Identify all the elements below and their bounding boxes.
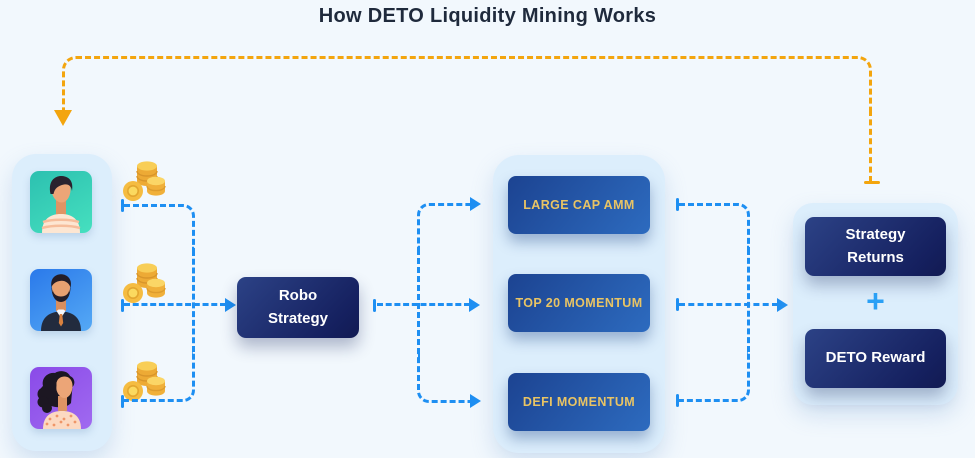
connector-merge-top	[679, 203, 750, 249]
connector-users-top	[124, 204, 195, 250]
coins-icon	[122, 258, 168, 306]
connector-robo-to-strategies	[377, 303, 470, 306]
connector-users-to-robo	[124, 303, 226, 306]
tick-mark	[676, 298, 679, 311]
connector-users-merge	[192, 250, 195, 352]
connector-strategies-to-rewards	[679, 303, 778, 306]
robo-strategy-label-line2: Strategy	[267, 309, 329, 327]
tick-mark	[676, 198, 679, 211]
tick-mark	[373, 299, 376, 312]
strategy-box-top-20-momentum: TOP 20 MOMENTUM	[508, 274, 650, 332]
arrow-right-icon	[225, 298, 236, 312]
robo-strategy-box: Robo Strategy	[237, 277, 359, 338]
users-panel	[12, 154, 112, 451]
arrow-right-icon	[777, 298, 788, 312]
arrow-right-icon	[470, 394, 481, 408]
user-avatar-2	[30, 269, 92, 331]
coins-icon	[122, 156, 168, 204]
arrow-down-icon	[54, 110, 72, 126]
strategy-returns-box: Strategy Returns	[805, 217, 946, 276]
user-avatar-3	[30, 367, 92, 429]
connector-split-bottom	[417, 354, 471, 403]
strategy-returns-label-line1: Strategy	[845, 226, 906, 243]
strategy-box-defi-momentum: DEFI MOMENTUM	[508, 373, 650, 431]
strategies-panel: LARGE CAP AMM TOP 20 MOMENTUM DEFI MOMEN…	[493, 155, 665, 453]
page-title: How DETO Liquidity Mining Works	[318, 5, 657, 27]
tick-mark	[121, 395, 124, 408]
connector-split-top	[417, 203, 471, 249]
person-icon	[41, 274, 81, 331]
reward-loop-line	[62, 56, 872, 112]
tick-mark	[676, 394, 679, 407]
person-icon	[37, 371, 81, 429]
tick-mark	[121, 299, 124, 312]
connector-merge-bottom	[679, 352, 750, 402]
plus-icon: +	[866, 283, 885, 319]
user-avatar-1	[30, 171, 92, 233]
strategy-box-large-cap-amm: LARGE CAP AMM	[508, 176, 650, 234]
connector-users-bottom	[124, 352, 195, 402]
deto-reward-label: DETO Reward	[825, 349, 926, 367]
strategy-returns-label-line2: Returns	[847, 248, 904, 266]
arrow-right-icon	[470, 197, 481, 211]
reward-loop-endcap	[864, 181, 880, 184]
deto-reward-box: DETO Reward	[805, 329, 946, 388]
tick-mark	[121, 199, 124, 212]
connector-merge-stem	[747, 249, 750, 352]
rewards-panel: Strategy Returns + DETO Reward	[793, 203, 958, 405]
robo-strategy-label-line1: Robo	[278, 287, 318, 304]
arrow-right-icon	[469, 298, 480, 312]
person-icon	[41, 175, 81, 233]
connector-split-stem	[417, 249, 420, 354]
reward-loop-line-right-segment	[869, 110, 872, 182]
